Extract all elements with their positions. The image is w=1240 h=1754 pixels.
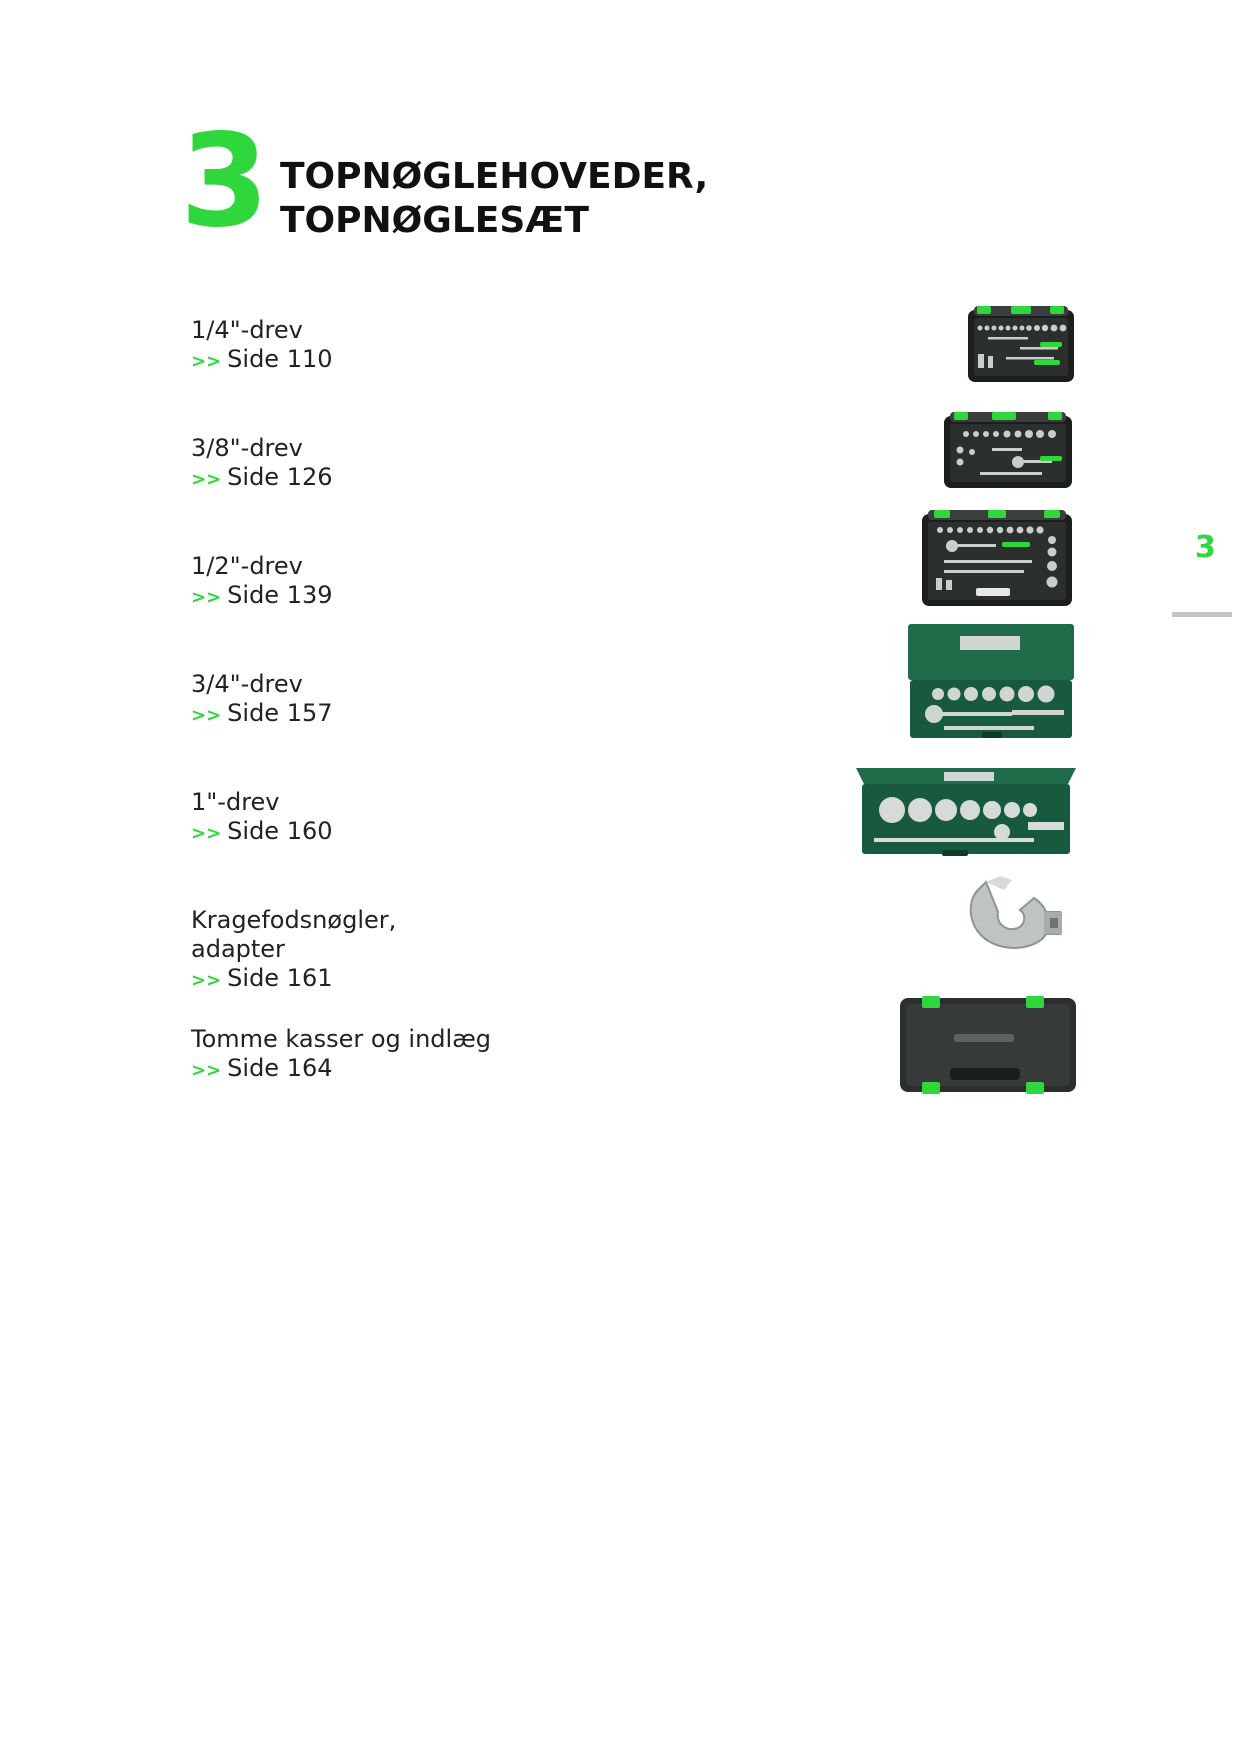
empty-tool-case-closed-image [900, 996, 1076, 1094]
entry-page-link[interactable]: >>Side 126 [191, 463, 711, 494]
double-chevron-icon: >> [191, 469, 222, 490]
side-tab-divider [1172, 612, 1232, 617]
entry-page: Side 126 [227, 463, 333, 491]
double-chevron-icon: >> [191, 705, 222, 726]
double-chevron-icon: >> [191, 351, 222, 372]
toc-entry-empty-cases[interactable]: Tomme kasser og indlæg >>Side 164 [191, 1025, 711, 1085]
toc-entry-three-eighths-inch[interactable]: 3/8"-drev >>Side 126 [191, 434, 711, 494]
entry-page-link[interactable]: >>Side 110 [191, 345, 711, 376]
entry-page: Side 110 [227, 345, 333, 373]
toc-entry-three-quarter-inch[interactable]: 3/4"-drev >>Side 157 [191, 670, 711, 730]
entry-label-line-1: Kragefodsnøgler, [191, 906, 397, 934]
socket-set-half-inch-case-image [922, 510, 1072, 606]
entry-page-link[interactable]: >>Side 160 [191, 817, 711, 848]
chapter-number: 3 [180, 107, 269, 256]
toc-entry-half-inch[interactable]: 1/2"-drev >>Side 139 [191, 552, 711, 612]
entry-label: 3/4"-drev [191, 670, 303, 698]
socket-set-one-inch-metal-box-image [856, 768, 1076, 856]
chapter-title-line-2: TOPNØGLESÆT [280, 200, 589, 241]
double-chevron-icon: >> [191, 823, 222, 844]
entry-label: Tomme kasser og indlæg [191, 1025, 491, 1053]
toc-entry-crowfoot-adapter[interactable]: Kragefodsnøgler, adapter >>Side 161 [191, 906, 711, 995]
entry-page: Side 139 [227, 581, 333, 609]
entry-page: Side 164 [227, 1054, 333, 1082]
entry-label: 1/2"-drev [191, 552, 303, 580]
entry-page: Side 157 [227, 699, 333, 727]
socket-set-three-quarter-inch-metal-box-image [908, 624, 1074, 738]
entry-page-link[interactable]: >>Side 164 [191, 1054, 711, 1085]
double-chevron-icon: >> [191, 970, 222, 991]
socket-set-quarter-inch-case-image [968, 306, 1074, 382]
double-chevron-icon: >> [191, 587, 222, 608]
chapter-title-line-1: TOPNØGLEHOVEDER, [280, 156, 709, 197]
entry-page-link[interactable]: >>Side 161 [191, 964, 711, 995]
entry-page-link[interactable]: >>Side 157 [191, 699, 711, 730]
socket-set-three-eighths-inch-case-image [944, 412, 1072, 488]
chapter-title: TOPNØGLEHOVEDER, TOPNØGLESÆT [280, 155, 708, 243]
entry-label: 1"-drev [191, 788, 280, 816]
entry-page: Side 160 [227, 817, 333, 845]
toc-entry-one-inch[interactable]: 1"-drev >>Side 160 [191, 788, 711, 848]
entry-page: Side 161 [227, 964, 333, 992]
entry-label: 1/4"-drev [191, 316, 303, 344]
entry-page-link[interactable]: >>Side 139 [191, 581, 711, 612]
entry-label: 3/8"-drev [191, 434, 303, 462]
entry-label-line-2: adapter [191, 935, 285, 963]
chapter-side-tab[interactable]: 3 [1195, 530, 1216, 565]
toc-entry-quarter-inch[interactable]: 1/4"-drev >>Side 110 [191, 316, 711, 376]
double-chevron-icon: >> [191, 1060, 222, 1081]
crowfoot-wrench-image [969, 876, 1062, 949]
